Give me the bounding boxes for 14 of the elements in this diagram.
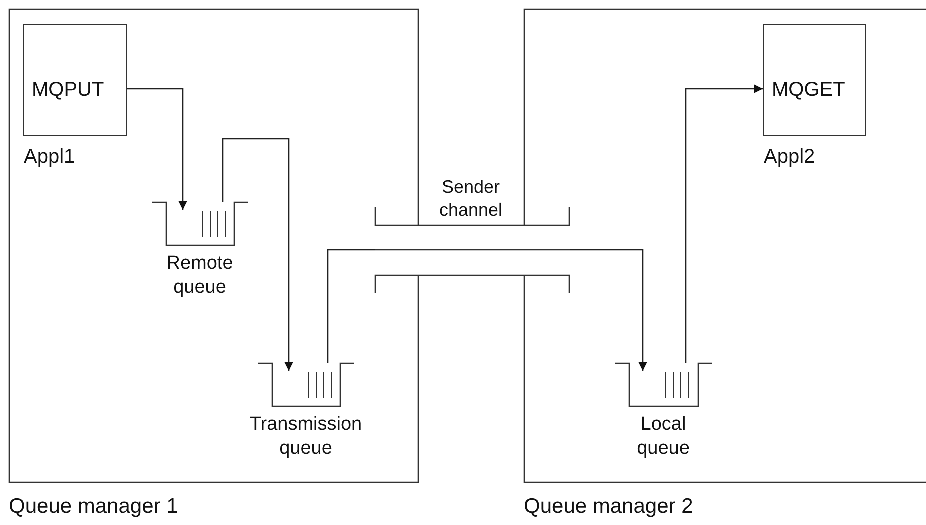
queue-manager-label: Queue manager 2	[524, 495, 694, 519]
queue-label: Transmission queue	[248, 413, 364, 461]
arrow	[570, 249, 648, 371]
queue-manager-label: Queue manager 1	[9, 495, 178, 519]
application-name: Appl1	[24, 145, 76, 169]
api-call-label: MQPUT	[32, 78, 104, 103]
application-name: Appl2	[764, 145, 816, 169]
queue-label: Local queue	[636, 413, 691, 461]
queue-label: Remote queue	[166, 252, 234, 300]
api-call-label: MQGET	[772, 78, 846, 103]
arrow	[222, 138, 294, 371]
arrow	[127, 88, 188, 210]
arrow	[685, 84, 763, 363]
channel-label: Sender channel	[438, 176, 504, 222]
